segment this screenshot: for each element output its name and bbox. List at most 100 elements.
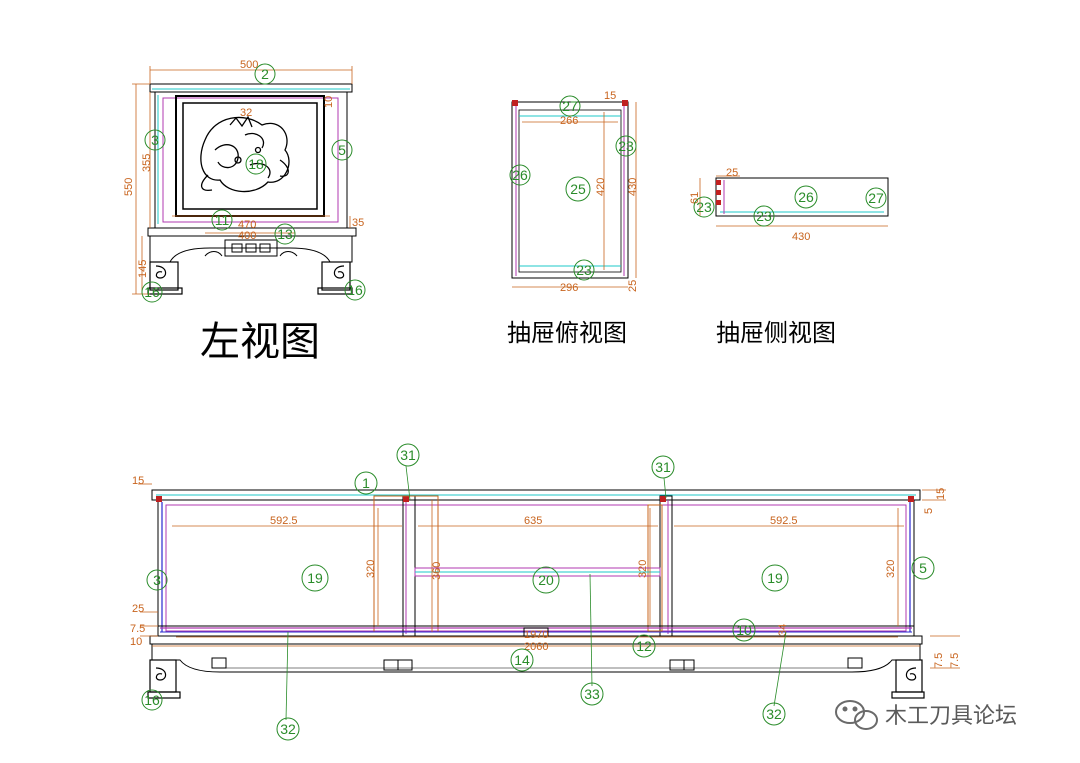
drawer-top-dimension-lines [512, 102, 637, 288]
front-apron-ornaments [211, 627, 863, 671]
front-leader-lines [285, 465, 787, 721]
watermark-text: 木工刀具论坛 [885, 704, 1017, 729]
drawer-side-dim-430: 430 [792, 231, 810, 243]
svg-text:3: 3 [153, 572, 161, 588]
drawer-side-marker [716, 180, 721, 185]
drawer-top-dim-430: 430 [627, 178, 639, 196]
drawer-side-marker [716, 190, 721, 195]
drawer-top-outer [511, 101, 629, 279]
front-dim-25: 25 [132, 603, 144, 615]
front-leg-left [147, 659, 181, 699]
svg-text:27: 27 [868, 190, 884, 206]
left-view-dim-145: 145 [137, 260, 149, 278]
left-view-center-ornament [204, 239, 298, 257]
front-dim-360: 360 [431, 562, 443, 580]
left-view-callout-18: 18 [245, 153, 267, 175]
drawer-side-callout-26: 26 [794, 185, 818, 209]
front-dim-15-right: 15 [935, 488, 947, 500]
front-dim-1970: 1970 [524, 629, 548, 641]
front-dim-592-left: 592.5 [270, 515, 298, 527]
watermark: 木工刀具论坛 [835, 700, 1017, 730]
left-view-dim-10: 10 [323, 96, 335, 108]
front-dim-320-left: 320 [365, 560, 377, 578]
front-dim-7-5-right-b: 7.5 [949, 653, 961, 668]
drawer-top-dim-420: 420 [595, 178, 607, 196]
front-callout-3: 3 [146, 569, 168, 591]
svg-text:10: 10 [736, 622, 752, 638]
left-view-inner-frame [162, 97, 339, 223]
left-view-apron [147, 227, 357, 237]
front-dim-320-right: 320 [885, 560, 897, 578]
drawer-side-dim-25: 25 [726, 167, 738, 179]
svg-text:31: 31 [400, 447, 416, 463]
svg-text:20: 20 [538, 572, 554, 588]
drawer-top-callout-23b: 23 [573, 259, 595, 281]
drawer-top-corner-marker [622, 100, 628, 106]
front-callout-5: 5 [911, 556, 935, 580]
front-dim-15: 15 [132, 475, 144, 487]
left-view-top-board [149, 83, 353, 93]
front-callout-32-left: 32 [276, 717, 300, 741]
svg-text:5: 5 [338, 142, 346, 158]
left-view-leg-right [317, 261, 353, 295]
drawer-top-callout-23: 23 [615, 135, 637, 157]
svg-text:23: 23 [618, 138, 634, 154]
front-dimension-lines [138, 483, 960, 669]
drawer-side-dimension-lines [699, 175, 888, 227]
front-post-marker [403, 496, 409, 502]
left-view-dimension-lines [132, 66, 353, 295]
left-view-callout-2: 2 [254, 63, 276, 85]
front-callout-1: 1 [354, 471, 378, 495]
drawer-top-callout-25: 25 [565, 176, 591, 202]
drawer-top-inner [518, 109, 622, 273]
svg-text:18: 18 [248, 156, 264, 172]
front-callout-33: 33 [580, 682, 604, 706]
svg-text:5: 5 [919, 560, 927, 576]
drawer-side-callout-27: 27 [865, 187, 887, 209]
front-callout-31a: 31 [396, 443, 420, 467]
front-apron [151, 644, 921, 673]
drawer-side-callout-23a: 23 [693, 196, 715, 218]
svg-text:23: 23 [696, 199, 712, 215]
svg-text:32: 32 [766, 706, 782, 722]
drawer-side-view: 25 61 430 23 26 27 23 [689, 167, 889, 243]
drawer-top-dim-266: 266 [560, 115, 578, 127]
svg-text:23: 23 [756, 208, 772, 224]
svg-text:3: 3 [151, 132, 159, 148]
svg-text:11: 11 [215, 212, 230, 228]
svg-text:31: 31 [655, 459, 671, 475]
wechat-icon [835, 700, 878, 730]
svg-text:26: 26 [798, 189, 814, 205]
svg-text:1: 1 [362, 475, 370, 491]
drawer-top-dim-296: 296 [560, 282, 578, 294]
left-view-dim-35: 35 [352, 217, 364, 229]
front-callout-14: 14 [510, 648, 534, 672]
svg-text:33: 33 [584, 686, 600, 702]
drawer-side-dim-61: 61 [689, 192, 701, 204]
front-post-marker [908, 496, 914, 502]
front-post-left [402, 495, 416, 637]
svg-text:16: 16 [144, 692, 160, 708]
svg-text:25: 25 [570, 181, 586, 197]
dragon-carving-icon [200, 115, 290, 193]
left-view: 500 10 550 355 145 470 35 32 400 2 3 5 1… [123, 59, 366, 303]
svg-text:19: 19 [767, 570, 783, 586]
left-view-dim-400: 400 [238, 230, 256, 242]
left-view-callout-11: 11 [211, 209, 233, 231]
left-view-dim-470: 470 [238, 219, 256, 231]
front-post-marker [660, 496, 666, 502]
front-dim-592-right: 592.5 [770, 515, 798, 527]
drawer-top-view: 15 266 420 430 296 25 27 23 26 25 23 [509, 90, 639, 294]
svg-text:14: 14 [514, 652, 530, 668]
front-dim-635: 635 [524, 515, 542, 527]
drawer-side-marker [716, 200, 721, 205]
front-callout-19-right: 19 [761, 564, 789, 592]
svg-text:19: 19 [307, 570, 323, 586]
left-view-callout-5: 5 [331, 139, 353, 161]
front-leg-right [891, 659, 925, 699]
caption-drawer-top-view: 抽屉俯视图 [507, 319, 627, 347]
front-callout-20: 20 [532, 566, 560, 594]
svg-text:32: 32 [280, 721, 296, 737]
svg-text:23: 23 [576, 262, 592, 278]
